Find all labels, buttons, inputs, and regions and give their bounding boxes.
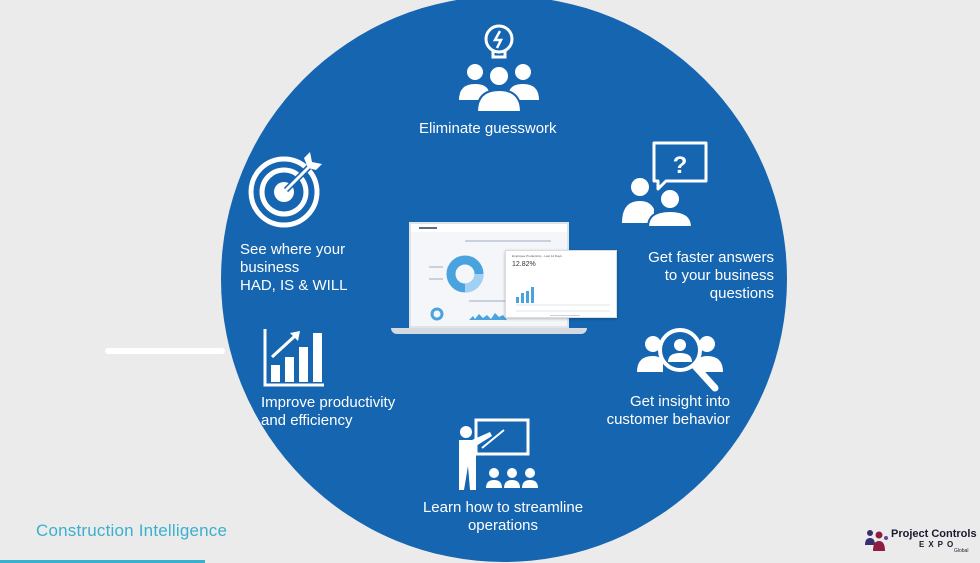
feature-line: HAD, IS & WILL bbox=[240, 277, 348, 294]
logo-expo: EXPO bbox=[919, 540, 958, 549]
feature-label-insight: Get insight into customer behavior bbox=[585, 393, 730, 429]
feature-line: questions bbox=[709, 285, 774, 302]
feature-line: Learn how to streamline bbox=[422, 499, 584, 516]
laptop-base bbox=[391, 328, 587, 334]
growth-chart-icon bbox=[262, 327, 326, 394]
footer-title: Construction Intelligence bbox=[36, 521, 228, 540]
feature-line: business bbox=[240, 259, 300, 276]
feature-line: See where your bbox=[240, 241, 346, 258]
question-chat-icon: ? bbox=[620, 141, 710, 232]
feature-line: and efficiency bbox=[261, 412, 353, 429]
decorative-bar bbox=[105, 348, 225, 354]
feature-line: Improve productivity bbox=[261, 394, 396, 411]
lightbulb-team-icon bbox=[453, 20, 545, 117]
panel-value: 12.82% bbox=[512, 261, 536, 268]
presentation-icon bbox=[456, 418, 542, 497]
feature-line: to your business bbox=[664, 267, 774, 284]
logo-global: Global bbox=[954, 548, 969, 554]
logo-people-icon bbox=[865, 530, 888, 551]
feature-line: Get insight into bbox=[629, 393, 730, 410]
logo-title: Project Controls bbox=[891, 528, 977, 540]
feature-label-productivity: Improve productivity and efficiency bbox=[261, 394, 395, 430]
target-icon bbox=[246, 150, 326, 233]
feature-label-see: See where your business HAD, IS & WILL bbox=[240, 241, 348, 295]
project-controls-logo: Project Controls EXPO Global bbox=[864, 527, 980, 557]
feature-line: Get faster answers bbox=[648, 249, 774, 266]
feature-label-guesswork: Eliminate guesswork bbox=[419, 120, 557, 137]
magnifier-team-icon bbox=[635, 326, 725, 397]
panel-title: Employee Productivity - Last 12 Days bbox=[512, 254, 562, 258]
feature-label-learn: Learn how to streamline operations bbox=[403, 499, 603, 535]
svg-text:?: ? bbox=[673, 152, 688, 179]
dashboard-panel: Employee Productivity - Last 12 Days 12.… bbox=[505, 250, 617, 318]
feature-line: operations bbox=[467, 517, 539, 534]
feature-label-answers: Get faster answers to your business ques… bbox=[630, 249, 774, 303]
feature-line: customer behavior bbox=[606, 411, 730, 428]
footer-accent-line bbox=[0, 560, 205, 563]
